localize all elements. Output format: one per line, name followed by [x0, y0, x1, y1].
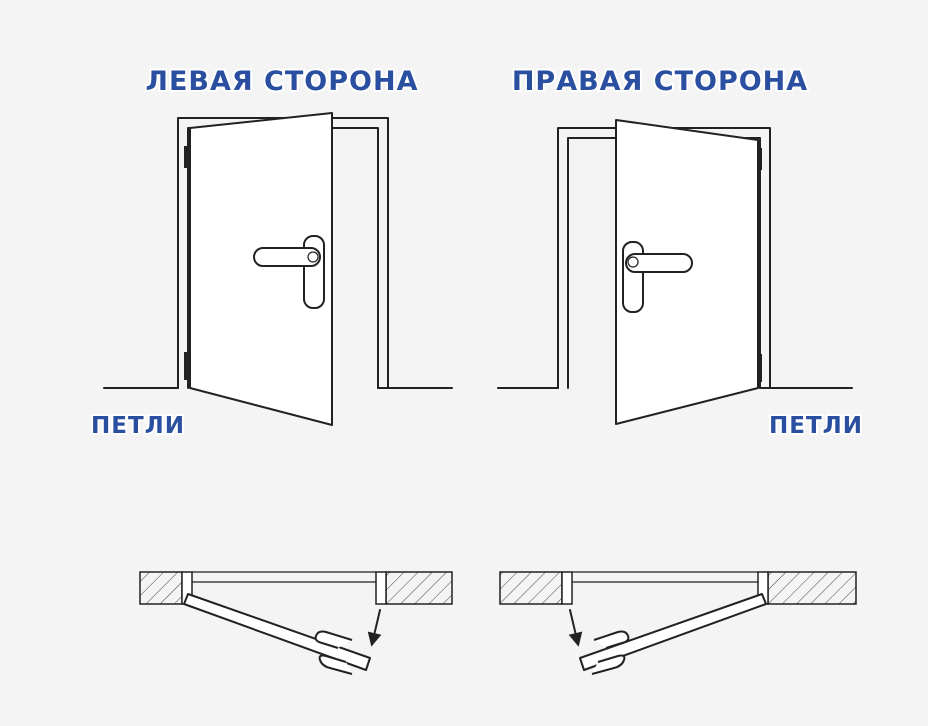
left-hinges-label: ПЕТЛИ [91, 413, 185, 439]
left-plan-handle-lower [318, 654, 353, 675]
right-plan-wall-left [499, 571, 563, 605]
right-side-title: ПРАВАЯ СТОРОНА [512, 66, 808, 97]
right-plan-frame-lock [561, 571, 573, 605]
right-hinges-label: ПЕТЛИ [769, 413, 863, 439]
left-plan-view [139, 571, 453, 675]
right-plan-handle [593, 630, 630, 649]
right-plan-view [499, 571, 857, 675]
left-plan-wall-left [139, 571, 183, 605]
right-plan-door-leaf [579, 593, 767, 671]
left-plan-wall-right [385, 571, 453, 605]
right-door-handle [622, 241, 693, 313]
left-side-title: ЛЕВАЯ СТОРОНА [146, 66, 419, 97]
right-door-elevation [497, 119, 853, 425]
right-plan-handle-lower [591, 654, 626, 675]
left-plan-frame-lock [375, 571, 387, 605]
left-lower-hinge [184, 352, 190, 380]
left-plan-door-leaf [183, 593, 371, 671]
left-upper-hinge [184, 146, 190, 168]
left-plan-arrow [367, 609, 382, 647]
right-plan-arrow [568, 609, 583, 647]
left-plan-handle [314, 630, 353, 649]
left-door-handle [253, 235, 325, 309]
left-door-leaf [189, 112, 333, 426]
left-door-elevation [103, 112, 453, 426]
right-plan-wall-right [767, 571, 857, 605]
